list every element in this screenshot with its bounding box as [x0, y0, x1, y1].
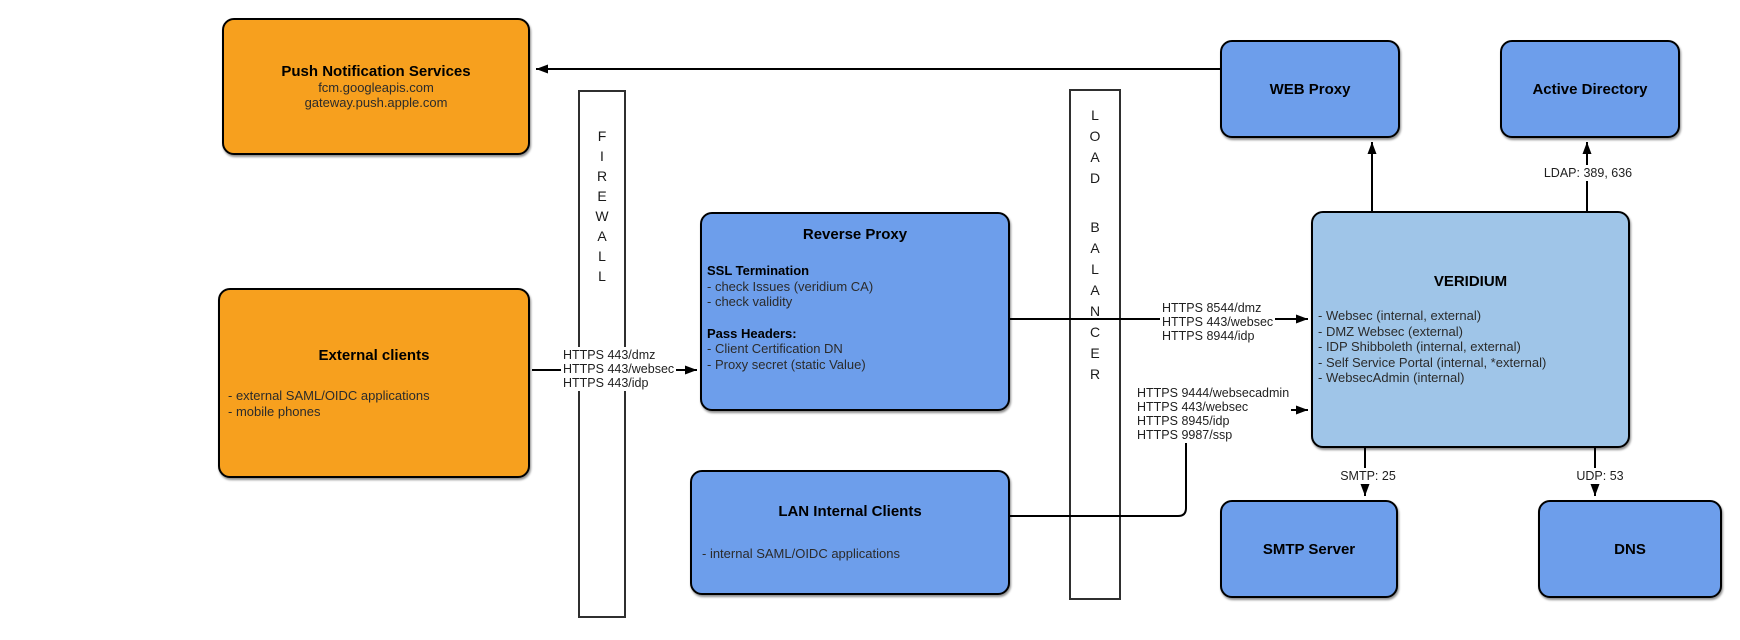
node-title: Reverse Proxy	[802, 226, 908, 243]
list-item: - check validity	[707, 294, 793, 309]
node-lan-internal-clients: LAN Internal Clients - internal SAML/OID…	[690, 470, 1010, 595]
node-active-directory: Active Directory	[1500, 40, 1680, 138]
section-heading: Pass Headers:	[707, 325, 797, 341]
list-item: - WebsecAdmin (internal)	[1318, 370, 1465, 386]
list-item: - check Issues (veridium CA)	[707, 278, 874, 294]
reverse-proxy-details: SSL Termination - check Issues (veridium…	[702, 263, 1008, 372]
node-web-proxy: WEB Proxy	[1220, 40, 1400, 138]
edge-label-line: HTTPS 443/websec	[1137, 400, 1249, 414]
edge-label-line: HTTPS 8944/idp	[1162, 329, 1255, 343]
list-item: - Proxy secret (static Value)	[707, 356, 866, 372]
edge-label-lan-to-veridium: HTTPS 9444/websecadmin HTTPS 443/websec …	[1135, 385, 1292, 443]
node-external-clients: External clients - external SAML/OIDC ap…	[218, 288, 530, 478]
node-title: SMTP Server	[1262, 540, 1356, 558]
section-heading: SSL Termination	[707, 263, 810, 278]
edge-label-smtp: SMTP: 25	[1326, 468, 1410, 484]
list-item: - DMZ Websec (external)	[1318, 323, 1463, 339]
list-item: - IDP Shibboleth (internal, external)	[1318, 339, 1521, 355]
external-clients-items: - external SAML/OIDC applications - mobi…	[220, 388, 528, 419]
node-title: Push Notification Services	[281, 62, 471, 80]
list-item: - Websec (internal, external)	[1318, 308, 1482, 324]
node-title: WEB Proxy	[1269, 80, 1351, 98]
node-title: External clients	[318, 347, 430, 364]
veridium-services: - Websec (internal, external) - DMZ Webs…	[1313, 308, 1628, 386]
edge-label-udp: UDP: 53	[1558, 468, 1642, 484]
edge-label-line: HTTPS 9444/websecadmin	[1137, 386, 1290, 400]
load-balancer-label: LOAD BALANCER	[1087, 107, 1103, 387]
list-item: - Client Certification DN	[707, 341, 843, 356]
pns-host-fcm: fcm.googleapis.com	[318, 79, 434, 95]
edge-label-ldap: LDAP: 389, 636	[1536, 165, 1640, 181]
node-dns: DNS	[1538, 500, 1722, 598]
node-push-notification-services: Push Notification Services fcm.googleapi…	[222, 18, 530, 155]
edge-label-clients-to-reverseproxy: HTTPS 443/dmz HTTPS 443/websec HTTPS 443…	[561, 347, 677, 391]
list-item: - Self Service Portal (internal, *extern…	[1318, 354, 1547, 370]
pns-host-apple: gateway.push.apple.com	[304, 95, 448, 110]
edge-label-line: HTTPS 443/websec	[563, 362, 675, 376]
list-item: - mobile phones	[228, 403, 321, 419]
edge-label-line: HTTPS 8544/dmz	[1162, 301, 1262, 315]
edge-label-line: HTTPS 443/idp	[563, 376, 649, 390]
edge-label-line: HTTPS 443/websec	[1162, 315, 1274, 329]
edge-label-line: HTTPS 9987/ssp	[1137, 428, 1233, 442]
edge-label-line: HTTPS 443/dmz	[563, 348, 656, 362]
node-title: DNS	[1614, 540, 1646, 558]
edge-label-line: HTTPS 8945/idp	[1137, 414, 1230, 428]
node-veridium: VERIDIUM - Websec (internal, external) -…	[1311, 211, 1630, 448]
node-title: Active Directory	[1532, 80, 1648, 98]
node-title: VERIDIUM	[1433, 273, 1508, 291]
node-reverse-proxy: Reverse Proxy SSL Termination - check Is…	[700, 212, 1010, 411]
edge-label-lb-to-veridium: HTTPS 8544/dmz HTTPS 443/websec HTTPS 89…	[1160, 300, 1276, 344]
list-item: - external SAML/OIDC applications	[228, 388, 430, 403]
lan-items: - internal SAML/OIDC applications	[692, 546, 1008, 562]
node-smtp-server: SMTP Server	[1220, 500, 1398, 598]
list-item: - internal SAML/OIDC applications	[702, 546, 900, 562]
node-load-balancer: LOAD BALANCER	[1069, 89, 1121, 600]
node-title: LAN Internal Clients	[778, 503, 922, 521]
firewall-label: FIREWALL	[594, 128, 610, 288]
